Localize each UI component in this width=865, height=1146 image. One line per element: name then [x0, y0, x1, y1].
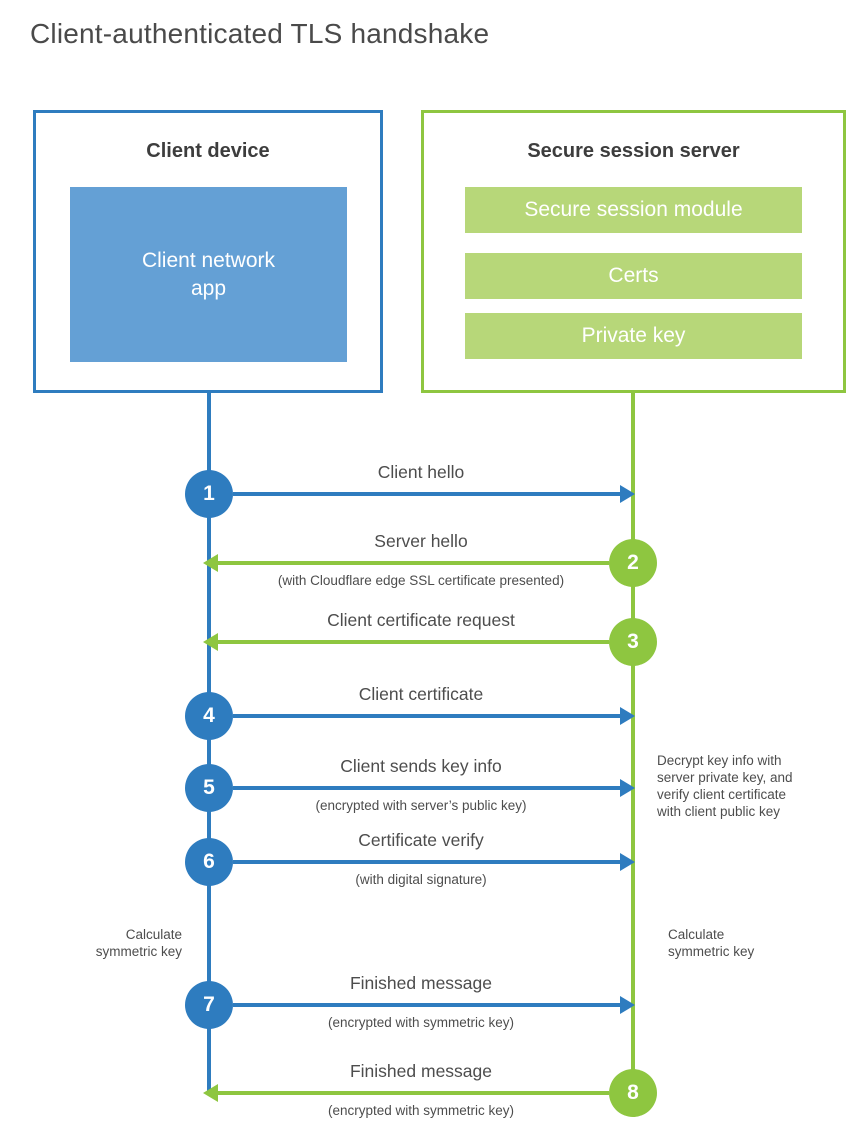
- arrow-line: [218, 561, 609, 565]
- step-sublabel: (encrypted with server’s public key): [315, 798, 527, 813]
- arrow-right-icon: [620, 485, 635, 503]
- client-network-app-box: Client network app: [70, 187, 347, 362]
- client-lifeline: [207, 391, 211, 1095]
- step-number-badge: 2: [609, 539, 657, 587]
- arrow-right-icon: [620, 853, 635, 871]
- arrow-line: [233, 492, 620, 496]
- step-sublabel: (with Cloudflare edge SSL certificate pr…: [277, 573, 565, 588]
- step-label: Finished message: [349, 973, 493, 993]
- arrow-right-icon: [620, 707, 635, 725]
- step-number-badge: 5: [185, 764, 233, 812]
- server-box-title: Secure session server: [527, 140, 740, 162]
- server-lifeline: [631, 391, 635, 1093]
- step-sublabel: (encrypted with symmetric key): [327, 1103, 515, 1118]
- step-label: Finished message: [349, 1061, 493, 1081]
- step-number-badge: 1: [185, 470, 233, 518]
- step-number-badge: 3: [609, 618, 657, 666]
- server-bar-secure-session-module: Secure session module: [465, 187, 802, 233]
- calculate-symmetric-key-server: Calculate symmetric key: [668, 927, 755, 959]
- step-label: Client certificate: [358, 684, 484, 704]
- arrow-left-icon: [203, 1084, 218, 1102]
- arrow-right-icon: [620, 996, 635, 1014]
- arrow-left-icon: [203, 554, 218, 572]
- page-title: Client-authenticated TLS handshake: [30, 18, 490, 49]
- calculate-symmetric-key-client: Calculate symmetric key: [95, 927, 182, 959]
- arrow-left-icon: [203, 633, 218, 651]
- step-label: Certificate verify: [358, 830, 484, 850]
- step-number-badge: 8: [609, 1069, 657, 1117]
- server-bar-private-key: Private key: [465, 313, 802, 359]
- server-bar-certs: Certs: [465, 253, 802, 299]
- step-sublabel: (encrypted with symmetric key): [327, 1015, 515, 1030]
- arrow-line: [233, 860, 620, 864]
- client-box-title: Client device: [146, 140, 270, 162]
- step-number-badge: 6: [185, 838, 233, 886]
- step-label: Client hello: [377, 462, 465, 482]
- arrow-right-icon: [620, 779, 635, 797]
- arrow-line: [233, 714, 620, 718]
- arrow-line: [233, 1003, 620, 1007]
- step-sublabel: (with digital signature): [355, 872, 487, 887]
- step-label: Client certificate request: [327, 610, 515, 630]
- step-label: Client sends key info: [340, 756, 502, 776]
- server-decrypt-note: Decrypt key info with server private key…: [657, 753, 793, 819]
- arrow-line: [218, 1091, 609, 1095]
- step-label: Server hello: [374, 531, 468, 551]
- step-number-badge: 7: [185, 981, 233, 1029]
- arrow-line: [233, 786, 620, 790]
- step-number-badge: 4: [185, 692, 233, 740]
- arrow-line: [218, 640, 609, 644]
